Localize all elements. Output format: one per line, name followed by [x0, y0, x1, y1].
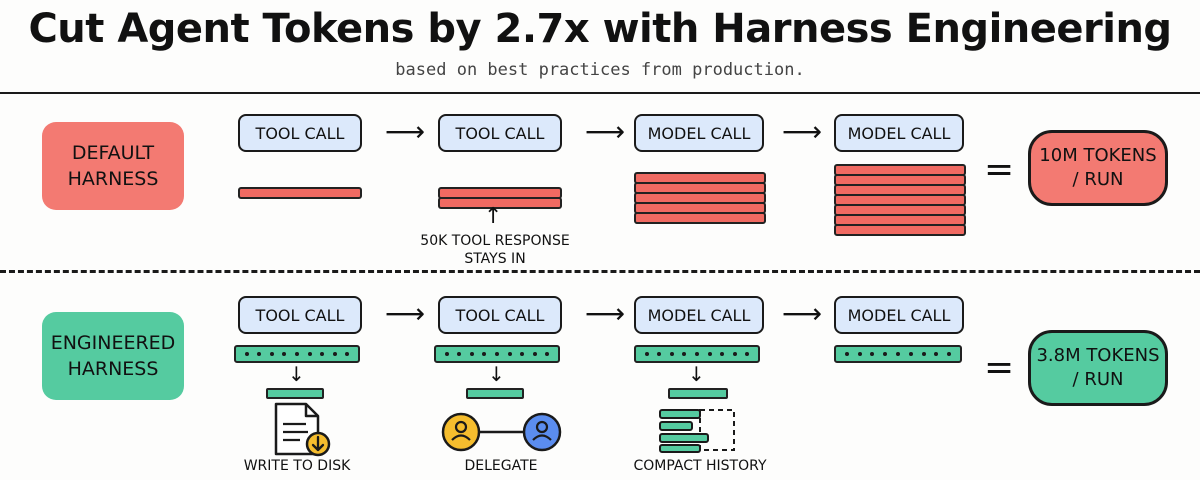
offload-arrow-2: ↓	[488, 362, 505, 386]
offload-arrow-3: ↓	[688, 362, 705, 386]
engineered-model-call-1: MODEL CALL	[634, 296, 764, 334]
default-token-bar-4g	[834, 224, 966, 236]
row-divider	[0, 270, 1200, 273]
header-divider	[0, 92, 1200, 94]
note-up-arrow: ↑	[484, 204, 503, 229]
default-tool-call-1: TOOL CALL	[238, 114, 362, 152]
note-line2: STAYS IN	[464, 251, 526, 267]
engineered-result-line2: / RUN	[1072, 369, 1124, 390]
offload-arrow-1: ↓	[288, 362, 305, 386]
engineered-arrow-1: ⟶	[385, 297, 426, 330]
default-label-line1: DEFAULT	[71, 142, 155, 164]
engineered-arrow-2: ⟶	[585, 297, 626, 330]
engineered-tool-call-1: TOOL CALL	[238, 296, 362, 334]
default-result-badge: 10M TOKENS / RUN	[1028, 130, 1168, 206]
engineered-token-bar-4	[834, 345, 962, 363]
default-token-bar-2b	[438, 197, 562, 209]
offload-bar-2	[466, 388, 524, 399]
engineered-harness-label: ENGINEERED HARNESS	[42, 312, 184, 400]
default-arrow-1: ⟶	[385, 115, 426, 148]
default-model-call-1: MODEL CALL	[634, 114, 764, 152]
offload-bar-3	[668, 388, 728, 399]
page-title: Cut Agent Tokens by 2.7x with Harness En…	[28, 6, 1172, 52]
engineered-token-bar-1	[234, 345, 360, 363]
default-token-bar-3e	[634, 212, 766, 224]
default-label-line2: HARNESS	[67, 168, 159, 190]
engineered-tool-call-2: TOOL CALL	[438, 296, 562, 334]
default-result-line1: 10M TOKENS	[1039, 145, 1157, 166]
default-token-bar-1	[238, 187, 362, 199]
default-model-call-2: MODEL CALL	[834, 114, 964, 152]
caption-delegate: DELEGATE	[464, 458, 538, 474]
engineered-equals: =	[984, 347, 1015, 388]
default-tool-call-2: TOOL CALL	[438, 114, 562, 152]
caption-compact-history: COMPACT HISTORY	[633, 458, 767, 474]
engineered-token-bar-3	[634, 345, 760, 363]
engineered-label-line2: HARNESS	[67, 358, 159, 380]
default-harness-label: DEFAULT HARNESS	[42, 122, 184, 210]
compact-history-icon	[659, 409, 735, 453]
default-result-line2: / RUN	[1072, 169, 1124, 190]
engineered-result-line1: 3.8M TOKENS	[1036, 345, 1160, 366]
engineered-token-bar-2	[434, 345, 560, 363]
engineered-model-call-2: MODEL CALL	[834, 296, 964, 334]
engineered-result-badge: 3.8M TOKENS / RUN	[1028, 330, 1168, 406]
default-arrow-3: ⟶	[782, 115, 823, 148]
offload-bar-1	[266, 388, 324, 399]
default-equals: =	[984, 149, 1015, 190]
engineered-label-line1: ENGINEERED	[50, 332, 176, 354]
tool-response-note: 50K TOOL RESPONSE STAYS IN	[415, 232, 575, 268]
engineered-arrow-3: ⟶	[782, 297, 823, 330]
caption-write-to-disk: WRITE TO DISK	[243, 458, 351, 474]
default-arrow-2: ⟶	[585, 115, 626, 148]
delegate-icon	[441, 412, 562, 452]
note-line1: 50K TOOL RESPONSE	[420, 233, 570, 249]
page-subtitle: based on best practices from production.	[395, 60, 805, 80]
file-download-icon	[274, 402, 331, 457]
